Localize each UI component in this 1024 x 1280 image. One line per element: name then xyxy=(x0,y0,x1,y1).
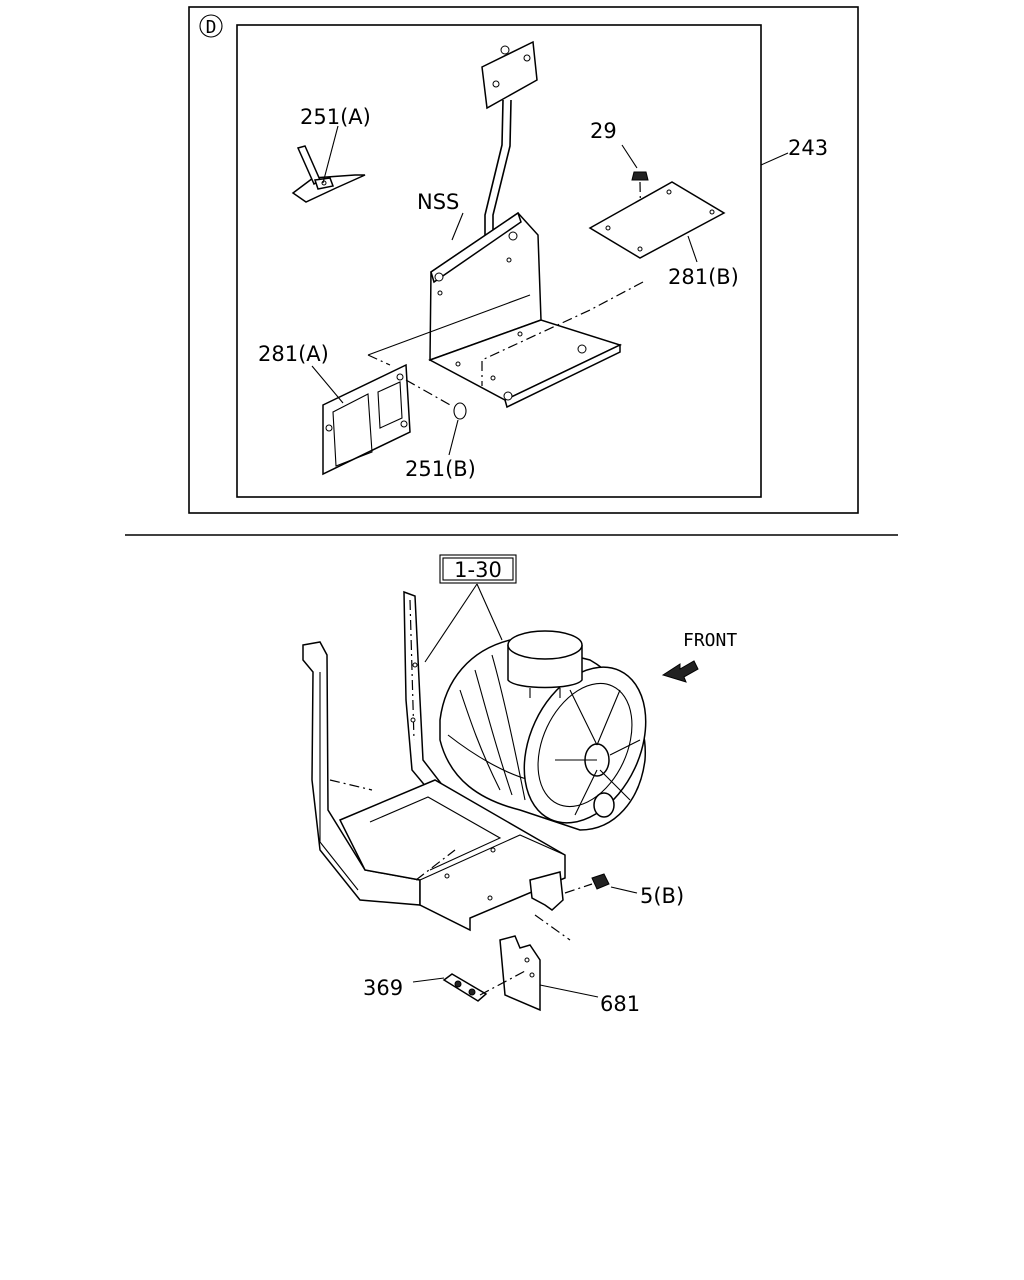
label-5b: 5(B) xyxy=(640,884,684,908)
plate-681: 681 xyxy=(499,935,640,1016)
label-nss: NSS xyxy=(417,190,459,214)
label-1-30: 1-30 xyxy=(454,558,502,582)
air-cleaner xyxy=(439,630,647,831)
detail-marker: D xyxy=(199,14,223,38)
label-251a: 251(A) xyxy=(300,105,371,129)
bracket-nss xyxy=(428,40,623,409)
label-681: 681 xyxy=(600,992,640,1016)
detail-marker-letter: D xyxy=(206,17,217,38)
label-front: FRONT xyxy=(683,630,737,651)
gasket-281a xyxy=(311,294,531,476)
label-281b: 281(B) xyxy=(668,265,739,289)
label-243: 243 xyxy=(788,136,828,160)
detail-view-d: D xyxy=(188,6,859,514)
label-251b: 251(B) xyxy=(405,457,476,481)
label-369: 369 xyxy=(363,976,403,1000)
label-281a: 281(A) xyxy=(258,342,329,366)
clip-251a xyxy=(291,125,366,203)
label-29: 29 xyxy=(590,119,617,143)
grommet-251b xyxy=(448,402,467,456)
detail-inner-frame xyxy=(236,24,762,498)
bolt-369: 369 xyxy=(363,969,528,1002)
main-view: 1-30 FRONT xyxy=(302,554,737,1016)
reference-box: 1-30 xyxy=(424,554,517,663)
front-arrow-icon xyxy=(661,660,699,683)
nut-5b: 5(B) xyxy=(564,873,684,908)
mounting-frame xyxy=(302,590,571,941)
detail-outer-frame xyxy=(188,6,859,514)
front-indicator: FRONT xyxy=(661,630,737,683)
pad-281b xyxy=(481,181,726,386)
